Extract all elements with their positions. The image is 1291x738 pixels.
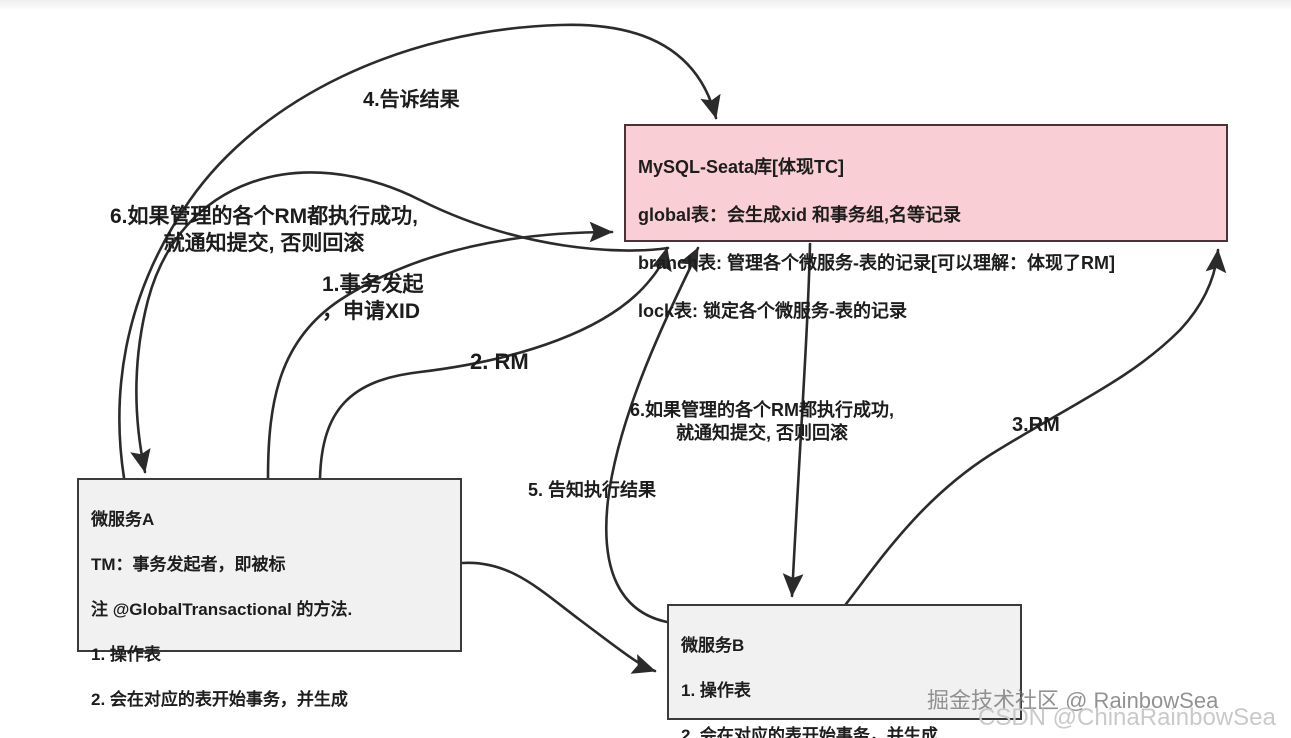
edge-label-step1: 1.事务发起 ，申请XID <box>322 273 424 324</box>
tc-line-2: global表：会生成xid 和事务组,名等记录 <box>638 204 962 225</box>
edge-a-to-b <box>460 561 657 674</box>
service-b-line-2: 1. 操作表 <box>681 680 751 700</box>
top-grey-band <box>0 0 1291 10</box>
watermark-csdn: CSDN @ChinaRainbowSea <box>978 704 1276 731</box>
edge-label-step5: 5. 告知执行结果 <box>528 480 657 500</box>
edge-label-step6-mid: 6.如果管理的各个RM都执行成功, 就通知提交, 否则回滚 <box>630 400 895 444</box>
tc-line-3: branch表: 管理各个微服务-表的记录[可以理解：体现了RM] <box>638 252 1115 273</box>
edge-label-step2: 2. RM <box>470 349 529 374</box>
node-microservice-a[interactable]: 微服务A TM：事务发起者，即被标 注 @GlobalTransactional… <box>77 478 462 738</box>
service-b-line-3: 2. 会在对应的表开始事务，并生成 <box>681 726 938 738</box>
node-mysql-seata-tc[interactable]: MySQL-Seata库[体现TC] global表：会生成xid 和事务组,名… <box>624 124 1228 321</box>
tc-line-4: lock表: 锁定各个微服务-表的记录 <box>638 300 908 321</box>
service-a-line-1: 微服务A <box>91 509 155 529</box>
edge-step1-a-to-tc <box>266 221 614 480</box>
service-a-line-3: 注 @GlobalTransactional 的方法. <box>91 600 353 620</box>
edge-label-step3: 3.RM <box>1012 414 1060 436</box>
service-b-line-1: 微服务B <box>681 635 745 655</box>
edge-label-step4: 4.告诉结果 <box>363 89 460 111</box>
tc-line-1: MySQL-Seata库[体现TC] <box>638 156 845 177</box>
service-a-line-2: TM：事务发起者，即被标 <box>91 554 286 574</box>
service-a-line-6: undo_log <box>91 735 450 738</box>
node-microservice-b[interactable]: 微服务B 1. 操作表 2. 会在对应的表开始事务，并生成 undo_log <box>667 604 1022 738</box>
edge-label-step6-left: 6.如果管理的各个RM都执行成功, 就通知提交, 否则回滚 <box>110 205 419 256</box>
service-a-line-5: 2. 会在对应的表开始事务，并生成 <box>91 690 348 710</box>
watermark-juejin: 掘金技术社区 @ RainbowSea <box>927 688 1219 713</box>
service-a-line-4: 1. 操作表 <box>91 645 161 665</box>
